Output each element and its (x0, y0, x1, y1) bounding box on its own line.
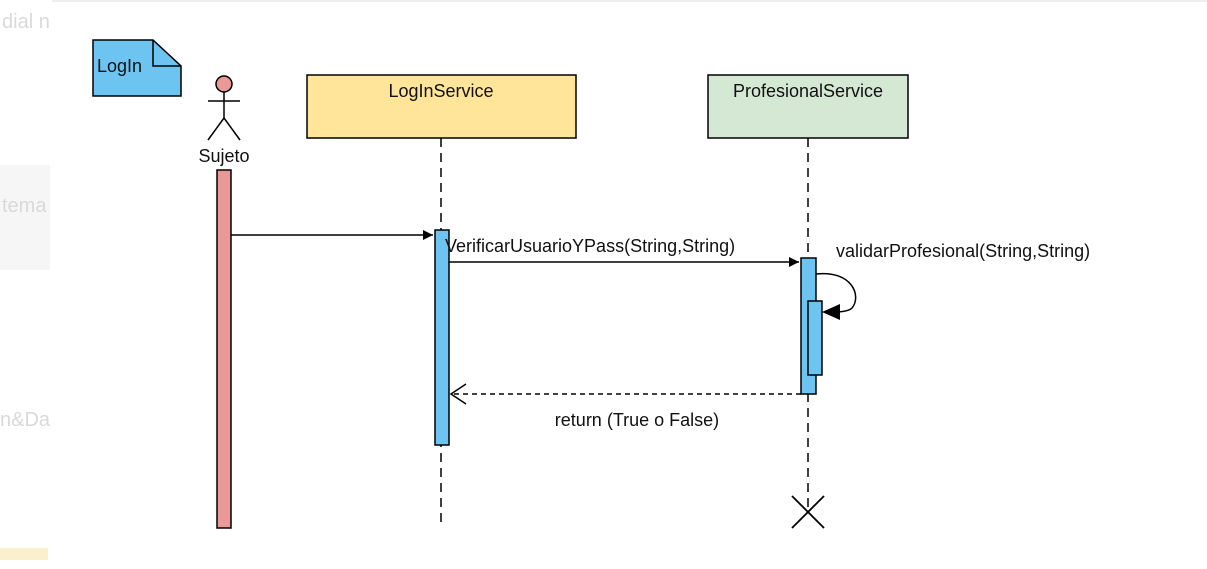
activation-bar-profesionalservice-nested[interactable] (807, 300, 823, 376)
activation-bar-loginservice[interactable] (434, 229, 450, 446)
lifeline-header-profesionalservice (707, 74, 909, 139)
faint-panel (0, 165, 50, 270)
message-label-verificar: VerificarUsuarioYPass(String,String) (445, 236, 735, 256)
return-open-arrowhead-icon (449, 383, 467, 405)
message-label-return: return (True o False) (555, 410, 719, 430)
actor-sujeto[interactable]: Sujeto (198, 75, 250, 166)
actor-label: Sujeto (198, 146, 249, 166)
lifeline-label-loginservice: LogInService (388, 81, 493, 101)
lifeline-header-loginservice (306, 74, 577, 139)
faint-stars (0, 548, 48, 560)
actor-activation-bar[interactable] (216, 169, 232, 529)
note-fold (152, 40, 181, 67)
top-edge-line (52, 0, 1207, 2)
faint-fragment-3: n&Da (0, 409, 51, 431)
lifeline-profesionalservice[interactable]: ProfesionalService (707, 74, 909, 529)
left-margin-strip (0, 0, 52, 564)
lifeline-label-profesionalservice: ProfesionalService (733, 81, 883, 101)
note-shape (92, 39, 182, 97)
destruction-x-icon (791, 495, 825, 529)
note-login[interactable]: LogIn (92, 39, 182, 97)
faint-fragment-2: tema (2, 195, 47, 217)
message-label-validar: validarProfesional(String,String) (836, 241, 1090, 261)
lifeline-loginservice[interactable]: LogInService (306, 74, 577, 528)
self-call-arrowhead-icon (822, 304, 840, 320)
note-label: LogIn (97, 56, 142, 76)
faint-fragment-1: dial n (2, 11, 50, 33)
actor-stick-figure-icon (207, 75, 241, 141)
